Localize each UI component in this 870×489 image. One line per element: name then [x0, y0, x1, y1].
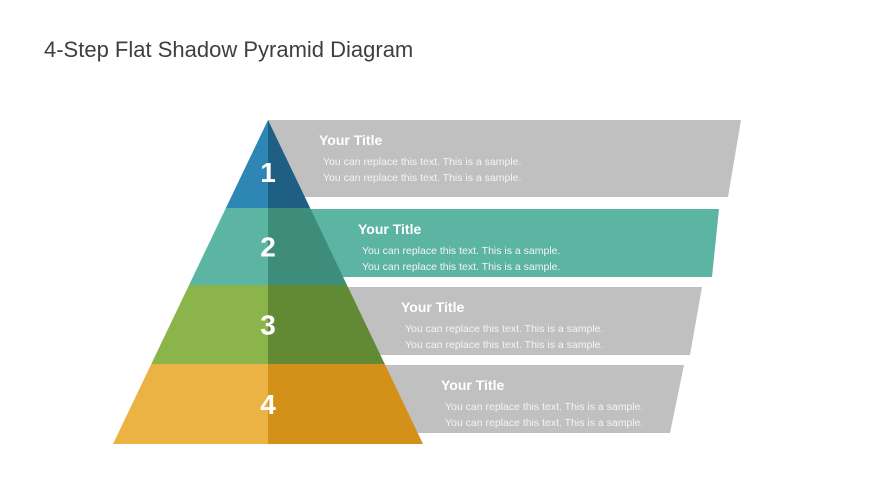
- step-1-title: Your Title: [319, 132, 382, 148]
- step-1-text-line-1: You can replace this text. This is a sam…: [323, 156, 521, 168]
- step-4-number: 4: [260, 389, 276, 420]
- banner-step-1: [268, 120, 741, 197]
- banner-step-3: [268, 287, 702, 355]
- step-1-text-line-2: You can replace this text. This is a sam…: [323, 172, 521, 184]
- pyramid: 1 2 3 4: [113, 120, 423, 444]
- banner-step-2: [268, 209, 719, 277]
- step-3-number: 3: [260, 310, 276, 341]
- pyramid-level-3-right: [268, 285, 385, 364]
- pyramid-level-2-right: [268, 208, 347, 285]
- pyramid-level-4-right: [268, 364, 423, 444]
- pyramid-level-4-left: [113, 364, 268, 444]
- step-3-text-line-2: You can replace this text. This is a sam…: [405, 339, 603, 351]
- step-4-title: Your Title: [441, 377, 504, 393]
- pyramid-level-3-left: [151, 285, 268, 364]
- step-2-number: 2: [260, 232, 276, 263]
- pyramid-level-1-left: [225, 120, 268, 208]
- step-2-text-line-2: You can replace this text. This is a sam…: [362, 261, 560, 273]
- step-3-text-line-1: You can replace this text. This is a sam…: [405, 323, 603, 335]
- step-4-text-line-2: You can replace this text. This is a sam…: [445, 417, 643, 429]
- step-2-text-line-1: You can replace this text. This is a sam…: [362, 245, 560, 257]
- pyramid-level-1-right: [268, 120, 311, 208]
- step-3-title: Your Title: [401, 299, 464, 315]
- pyramid-level-2-left: [189, 208, 268, 285]
- step-4-text-line-1: You can replace this text. This is a sam…: [445, 401, 643, 413]
- step-2-title: Your Title: [358, 221, 421, 237]
- slide-title: 4-Step Flat Shadow Pyramid Diagram: [44, 37, 414, 62]
- step-1-number: 1: [260, 157, 276, 188]
